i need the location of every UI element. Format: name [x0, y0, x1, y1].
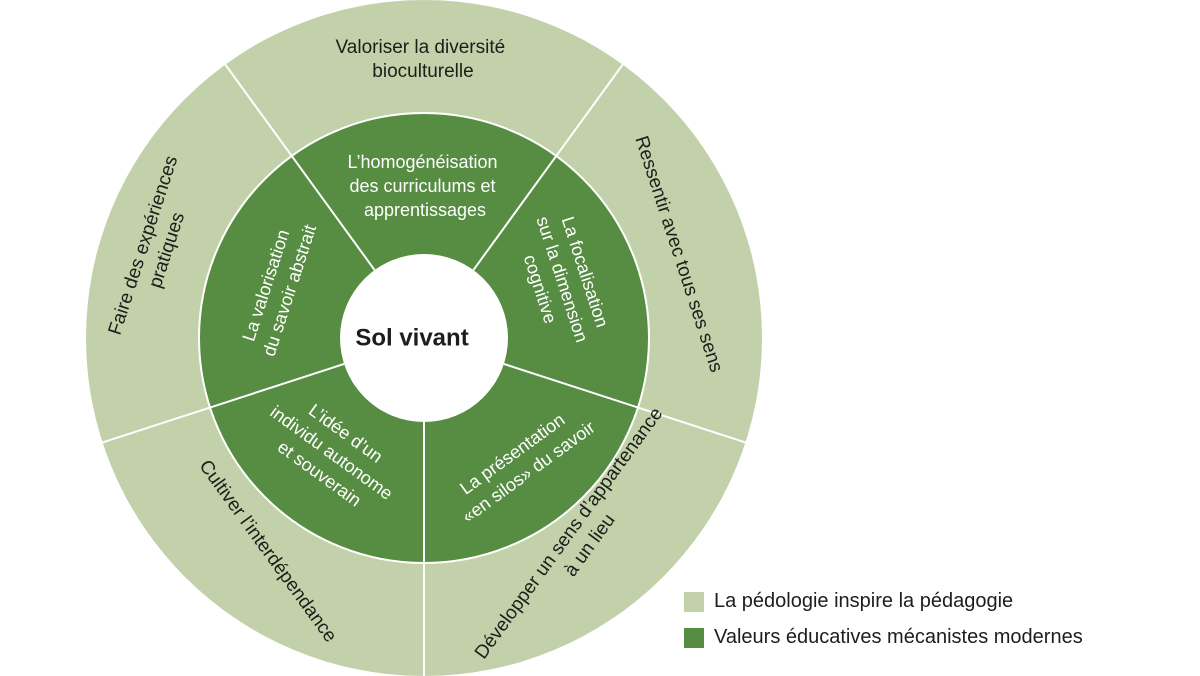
ring-dividers — [102, 63, 746, 676]
outer-divider-2 — [637, 406, 746, 444]
center-circle — [340, 254, 508, 422]
ring-separator — [198, 112, 650, 564]
legend: La pédologie inspire la pédagogie Valeur… — [684, 590, 1083, 649]
center-label: Sol vivant — [355, 325, 468, 352]
inner-divider-5 — [209, 363, 345, 409]
legend-item-soil: La pédologie inspire la pédagogie — [684, 590, 1083, 613]
outer-divider-5 — [224, 63, 293, 157]
inner-divider-1 — [290, 155, 376, 271]
outer-divider-4 — [102, 406, 211, 444]
inner-divider-3 — [503, 363, 639, 409]
outer-label-biocultural: Valoriser la diversité bioculturelle — [336, 37, 511, 82]
legend-label-soil: La pédologie inspire la pédagogie — [714, 590, 1014, 612]
outer-divider-1 — [555, 63, 624, 157]
legend-swatch-mechanistic — [684, 627, 704, 648]
legend-item-mechanistic: Valeurs éducatives mécanistes modernes — [684, 626, 1083, 649]
legend-label-mechanistic: Valeurs éducatives mécanistes modernes — [714, 626, 1083, 648]
inner-label-homogenisation: L’homogénéisation des curriculums et app… — [347, 152, 502, 220]
legend-swatch-soil — [684, 591, 704, 612]
inner-divider-2 — [472, 155, 558, 271]
